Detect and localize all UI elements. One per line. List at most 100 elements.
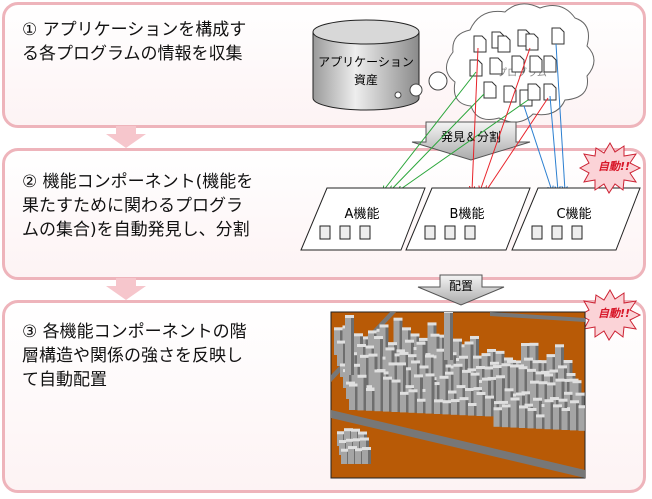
- building: [451, 399, 460, 403]
- building: [547, 384, 553, 408]
- building: [482, 367, 485, 384]
- building: [453, 338, 462, 342]
- building: [360, 356, 366, 389]
- building: [425, 354, 434, 358]
- auto-badge: 自動!!: [578, 142, 642, 194]
- building: [533, 409, 537, 429]
- building: [360, 354, 369, 358]
- building: [445, 371, 454, 375]
- building: [459, 340, 462, 361]
- building: [436, 334, 445, 338]
- building: [427, 322, 437, 326]
- building: [553, 406, 559, 430]
- building: [374, 336, 383, 340]
- building: [337, 340, 346, 344]
- building: [357, 374, 367, 378]
- building: [462, 371, 468, 394]
- building: [357, 344, 366, 348]
- building: [541, 370, 550, 374]
- building: [527, 368, 536, 372]
- building: [499, 400, 508, 404]
- building: [538, 360, 547, 364]
- building: [419, 337, 428, 341]
- mapping-arrows: [383, 43, 565, 191]
- building: [442, 336, 445, 360]
- building: [368, 330, 377, 334]
- building: [575, 392, 585, 396]
- building: [459, 355, 468, 359]
- building: [442, 364, 451, 368]
- function-a: A機能: [300, 187, 426, 251]
- building: [470, 374, 477, 394]
- building: [459, 365, 463, 394]
- svg-text:資産: 資産: [354, 72, 378, 87]
- building: [388, 362, 398, 366]
- building: [337, 342, 343, 366]
- building: [400, 391, 409, 395]
- building: [552, 356, 556, 375]
- building: [549, 369, 559, 373]
- building: [351, 317, 354, 375]
- building: [507, 365, 511, 395]
- building: [572, 380, 582, 384]
- building: [525, 407, 528, 428]
- building: [457, 401, 460, 415]
- building: [567, 410, 571, 430]
- building: [529, 342, 539, 346]
- building: [564, 367, 567, 387]
- building: [532, 360, 542, 364]
- building: [453, 354, 457, 372]
- building: [393, 317, 403, 321]
- application-assets-cylinder: アプリケーション 資産: [312, 19, 420, 111]
- building: [496, 377, 502, 406]
- building: [578, 405, 585, 409]
- building: [366, 387, 375, 391]
- building: [465, 387, 474, 391]
- building: [339, 442, 345, 455]
- building: [502, 406, 508, 428]
- building: [476, 337, 479, 362]
- building: [383, 376, 392, 380]
- building: [416, 341, 426, 345]
- building: [374, 369, 384, 373]
- building: [406, 393, 409, 413]
- building: [482, 393, 486, 416]
- building: [346, 381, 355, 385]
- building: [516, 399, 520, 428]
- building: [555, 344, 564, 348]
- building: [471, 389, 474, 405]
- building: [453, 340, 459, 361]
- building: [405, 385, 415, 389]
- building: [439, 375, 449, 379]
- building: [366, 356, 369, 389]
- building: [493, 350, 496, 373]
- building: [527, 393, 531, 407]
- building: [502, 404, 511, 408]
- step-arrow-1: [106, 126, 146, 148]
- building: [567, 380, 570, 398]
- building: [518, 368, 525, 396]
- building: [403, 364, 406, 402]
- building: [533, 397, 542, 401]
- building: [550, 401, 554, 430]
- building: [450, 312, 453, 360]
- building: [476, 365, 485, 369]
- building: [468, 371, 471, 394]
- building: [536, 414, 545, 418]
- building: [504, 390, 511, 406]
- building: [470, 335, 479, 339]
- building: [485, 395, 494, 399]
- building: [453, 363, 463, 367]
- building: [558, 398, 568, 402]
- building: [355, 385, 358, 410]
- building: [393, 319, 400, 358]
- step3-text: ③ 各機能コンポーネントの階層構造や関係の強さを反映して自動配置: [22, 322, 247, 390]
- building: [576, 402, 579, 431]
- building: [493, 378, 497, 405]
- building: [420, 376, 423, 403]
- program-cloud: プログラム: [446, 3, 595, 123]
- building: [447, 354, 454, 372]
- building: [499, 409, 503, 427]
- building: [343, 342, 346, 366]
